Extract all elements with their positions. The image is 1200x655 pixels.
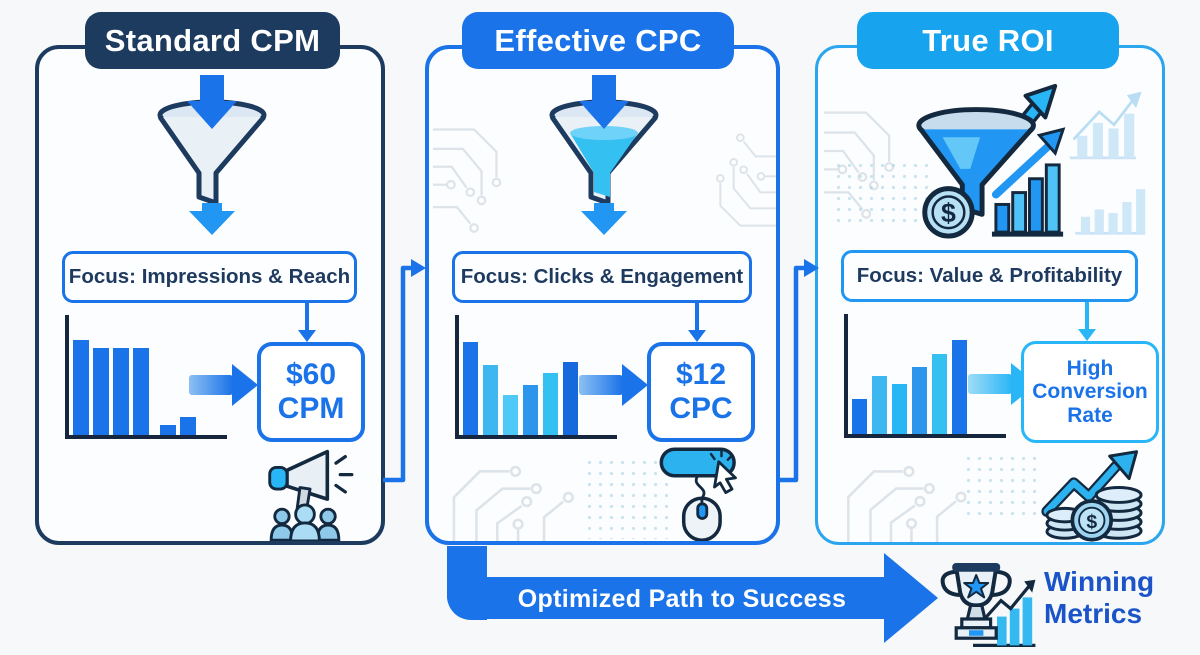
svg-text:$: $: [1086, 511, 1097, 533]
success-arrow-bar: [447, 577, 885, 619]
success-arrow-head-icon: [884, 553, 938, 643]
chart-bar: [93, 348, 109, 435]
roi-bar-chart: [852, 316, 967, 434]
result-unit: CPC: [669, 392, 733, 425]
funnel-liquid-icon: [549, 75, 659, 235]
chart-bar: [133, 348, 149, 435]
funnel-icon: [157, 75, 267, 235]
success-arrow-label: Optimized Path to Success: [517, 585, 847, 613]
down-arrow-line: [305, 299, 309, 331]
chart-bar: [892, 384, 907, 434]
svg-text:$: $: [941, 198, 956, 228]
panel-true-roi: $ Focus: Value & Profitability High Conv…: [815, 45, 1165, 545]
chart-axis-x: [844, 434, 1006, 438]
right-arrow-shaft: [579, 375, 623, 395]
chart-bar: [872, 376, 887, 434]
right-arrow-head-icon: [622, 364, 648, 406]
right-arrow-shaft: [189, 375, 233, 395]
chart-bar: [160, 425, 176, 435]
chart-bar: [483, 365, 498, 435]
impressions-bar-chart: [73, 317, 196, 435]
chart-axis-y: [455, 315, 459, 439]
down-arrow-head-icon: [688, 330, 706, 342]
connector-arrow-1-to-2: [383, 259, 426, 483]
chart-bar: [543, 373, 558, 435]
trophy-chart-icon: [940, 563, 1036, 647]
chart-bar: [912, 367, 927, 434]
chart-bar: [73, 340, 89, 435]
right-arrow-head-icon: [232, 364, 258, 406]
chart-axis-y: [844, 314, 848, 438]
down-arrow-head-icon: [298, 330, 316, 342]
chart-bar: [852, 399, 867, 434]
header-standard-cpm: Standard CPM: [85, 12, 340, 69]
chart-bar: [113, 348, 129, 435]
down-arrow-line: [1085, 298, 1089, 330]
chart-bar: [503, 395, 518, 435]
conversion-result-box: High Conversion Rate: [1021, 341, 1159, 443]
result-value: $60: [285, 358, 337, 392]
winning-metrics-label: Winning Metrics: [1044, 566, 1155, 630]
header-true-roi: True ROI: [857, 12, 1119, 69]
result-line: High: [1066, 356, 1114, 380]
result-line: Conversion: [1032, 380, 1148, 404]
down-arrow-head-icon: [1078, 329, 1096, 341]
coins-growth-icon: $: [1041, 450, 1143, 542]
chart-bar: [180, 417, 196, 435]
connector-arrow-2-to-3: [776, 259, 819, 483]
result-unit: CPM: [277, 392, 345, 425]
dot-matrix-decoration: [963, 453, 1041, 515]
header-effective-cpc: Effective CPC: [462, 12, 734, 69]
faded-growth-charts-decoration: [1069, 91, 1146, 235]
megaphone-audience-icon: [268, 449, 354, 541]
focus-label-box: Focus: Value & Profitability: [841, 250, 1138, 302]
chart-bar: [523, 385, 538, 435]
circuit-decoration: [716, 133, 776, 227]
chart-axis-x: [455, 435, 617, 439]
result-line: Rate: [1067, 403, 1113, 427]
cpc-result-box: $12 CPC: [647, 342, 755, 442]
clicks-bar-chart: [463, 317, 578, 435]
chart-bar: [932, 354, 947, 434]
chart-axis-y: [65, 315, 69, 439]
chart-bar: [952, 340, 967, 434]
dot-matrix-decoration: [584, 457, 676, 539]
mouse-click-icon: [659, 447, 737, 541]
focus-label-box: Focus: Clicks & Engagement: [452, 251, 752, 303]
result-value: $12: [675, 358, 727, 392]
chart-bar: [563, 362, 578, 435]
roi-funnel-icon: $: [916, 83, 1066, 239]
cpm-result-box: $60 CPM: [257, 342, 365, 442]
focus-label-box: Focus: Impressions & Reach: [62, 251, 357, 303]
chart-axis-x: [65, 435, 227, 439]
panel-effective-cpc: Focus: Clicks & Engagement $12 CPC: [425, 45, 780, 545]
right-arrow-shaft: [968, 374, 1012, 394]
panel-standard-cpm: Focus: Impressions & Reach $60 CPM: [35, 45, 385, 545]
dot-matrix-decoration: [833, 160, 933, 226]
down-arrow-line: [695, 299, 699, 331]
chart-bar: [463, 342, 478, 435]
